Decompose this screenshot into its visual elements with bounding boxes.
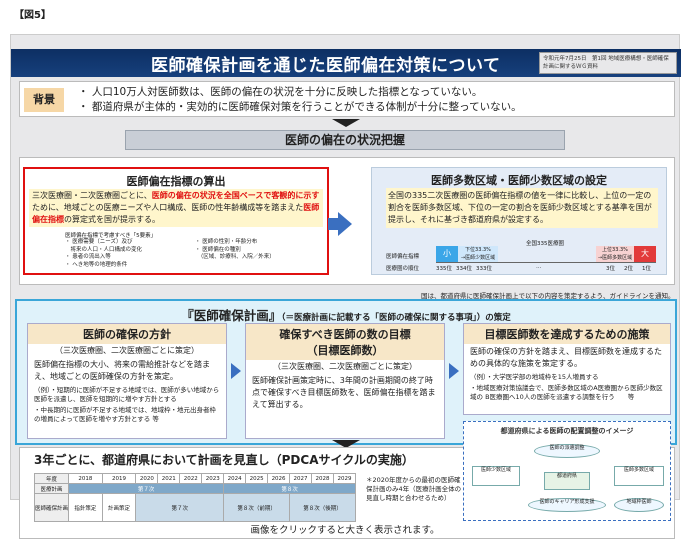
pdca-title: 3年ごとに、都道府県において計画を見直し（PDCAサイクルの実施） [34,453,414,467]
guideline-note: 国は、都道府県に医師確保計画上で以下の内容を策定するよう、ガイドラインを通知。 [421,292,675,300]
measures-example: （例）・大学医学部の地域枠を15人増員する [470,373,599,381]
coord-node: 都道府県 [544,472,590,490]
index-calc-box: 医師偏在指標の算出 三次医療圏・二次医療圏ごとに、医師の偏在の状況を全国ベースで… [23,167,329,275]
flow-arrow-icon [231,363,241,379]
medical-plan-row: 医療計画 第７次 第８次 [34,483,356,494]
image-caption[interactable]: 画像をクリックすると大きく表示されます。 [250,525,440,536]
source-note: 令和元年7月25日 第1回 地域医療構想・医師確保計画に関するＷＧ資料 [539,52,677,74]
background-text: ・ 人口10万人対医師数は、医師の偏在の状況を十分に反映した指標となっていない。… [78,85,522,115]
measures-box: 目標医師数を達成するための施策 医師の確保の方針を踏まえ、目標医師数を達成するた… [463,323,671,415]
measures-title: 目標医師数を達成するための施策 [464,324,670,344]
total-label: 全国335医療圏 [526,241,564,247]
rank-label: 335位 [436,266,452,272]
background-section: 背景 ・ 人口10万人対医師数は、医師の偏在の状況を十分に反映した指標となってい… [19,81,675,117]
rank-label: 3位 [606,266,615,272]
slide[interactable]: 医師確保計画を通じた医師偏在対策について 令和元年7月25日 第1回 地域医療構… [10,34,681,539]
five-factors-heading: 医師偏在指標で考慮すべき「5要素」 [65,233,157,239]
down-arrow-icon [332,119,360,127]
situation-heading: 医師の偏在の状況把握 [125,130,565,150]
low-text: 下位33.3%→医師少数区域 [458,246,498,262]
measures-text: 医師の確保の方針を踏まえ、目標医師数を達成するための具体的な施策を策定する。 [470,347,662,368]
pdca-note: ＊2020年度からの最初の医師確保計画のみ4年（医療計画全体の見直し時期と合わせ… [366,476,462,502]
rank-label: 2位 [624,266,633,272]
rank-label: 333位 [476,266,492,272]
background-label: 背景 [24,88,64,112]
flow-arrow-icon [449,363,459,379]
index-row-label: 医師偏在指標 [386,254,420,260]
background-line: ・ 人口10万人対医師数は、医師の偏在の状況を十分に反映した指標となっていない。 [78,86,483,98]
index-calc-text: 三次医療圏・二次医療圏ごとに、医師の偏在の状況を全国ベースで客観的に示すために、… [29,189,323,227]
coord-node: 医師多数区域 [614,466,664,486]
down-arrow-icon [332,440,360,448]
right-arrow-icon [338,212,352,236]
policy-example: ・中長期的に医師が不足する地域では、地域枠・地元出身者枠の増員によって医師を増や… [34,406,216,423]
pdca-section: 3年ごとに、都道府県において計画を見直し（PDCAサイクルの実施） 年度 201… [19,447,675,539]
coordination-title: 都道府県による医師の配置調整のイメージ [500,427,634,435]
coord-node: 地域枠医師 [614,498,664,512]
figure-label: 【図5】 [14,10,51,21]
area-setting-title: 医師多数区域・医師少数区域の設定 [431,174,607,187]
slide-title: 医師確保計画を通じた医師偏在対策について [151,56,501,76]
target-box: 確保すべき医師の数の目標（目標医師数） （三次医療圏、二次医療圏ごとに策定） 医… [245,323,445,439]
rank-label: … [536,264,542,270]
policy-text: 医師偏在指標の大小、将来の需給推計などを踏まえ、地域ごとの医師確保の方針を策定。 [34,360,210,381]
doctor-plan-row: 医師確保計画 指針策定 計画策定 第７次 第８次（前期） 第８次（後期） [34,493,356,522]
factors-left: ・ 医療需要（ニーズ）及び 将来の人口・人口構成の変化 ・ 患者の流出入等 ・ … [65,239,143,268]
policy-box: 医師の確保の方針 （三次医療圏、二次医療圏ごとに策定） 医師偏在指標の大小、将来… [27,323,227,439]
high-text: 上位33.3%→医師多数区域 [596,246,634,262]
coordination-image: 都道府県による医師の配置調整のイメージ 医師の派遣調整 医師少数区域 都道府県 … [463,421,671,521]
coord-node: 医師少数区域 [472,466,520,486]
ranking-diagram: 全国335医療圏 医師偏在指標 医療圏の順位 小 下位33.3%→医師少数区域 … [386,241,658,272]
target-text: 医師確保計画策定時に、3年間の計画期間の終了時点で確保すべき目標医師数を、医師偏… [252,376,436,409]
rank-label: 1位 [642,266,651,272]
measures-example: ・地域医療対策協議会で、医師多数区域のA医療圏から医師少数区域の B医療圏へ10… [470,384,663,401]
rank-row-label: 医療圏の順位 [386,266,420,272]
title-bar: 医師確保計画を通じた医師偏在対策について 令和元年7月25日 第1回 地域医療構… [11,49,681,77]
high-tag: 大 [634,246,656,262]
rank-axis [436,262,656,263]
policy-sub: （三次医療圏、二次医療圏ごとに策定） [55,346,199,355]
policy-title: 医師の確保の方針 [28,324,226,344]
right-arrow-tail [328,218,340,230]
coord-node: 医師の派遣調整 [534,444,600,458]
area-setting-text: 全国の335二次医療圏の医師偏在指標の値を一律に比較し、上位の一定の割合を医師多… [386,188,658,228]
policy-example: （例）・短期的に医師が不足する地域では、医師が多い地域から医師を派遣し、医師を短… [34,386,220,403]
background-line: ・ 都道府県が主体的・実効的に医師確保対策を行うことができる体制が十分に整ってい… [78,101,522,113]
target-sub: （三次医療圏、二次医療圏ごとに策定） [273,362,417,371]
index-calc-title: 医師偏在指標の算出 [126,175,226,188]
factors-right: ・ 医師の性別・年齢分布 ・ 医師偏在の種別 （区域、診療科、入院／外来） [195,239,275,260]
plan-title: 『医師確保計画』（＝医療計画に記載する「医師の確保に関する事項」）の策定 [181,308,511,323]
area-setting-box: 医師多数区域・医師少数区域の設定 全国の335二次医療圏の医師偏在指標の値を一律… [371,167,667,275]
rank-label: 334位 [456,266,472,272]
coord-node: 医師のキャリア形成支援 [528,498,606,512]
target-title: 確保すべき医師の数の目標（目標医師数） [246,324,444,360]
low-tag: 小 [436,246,458,262]
